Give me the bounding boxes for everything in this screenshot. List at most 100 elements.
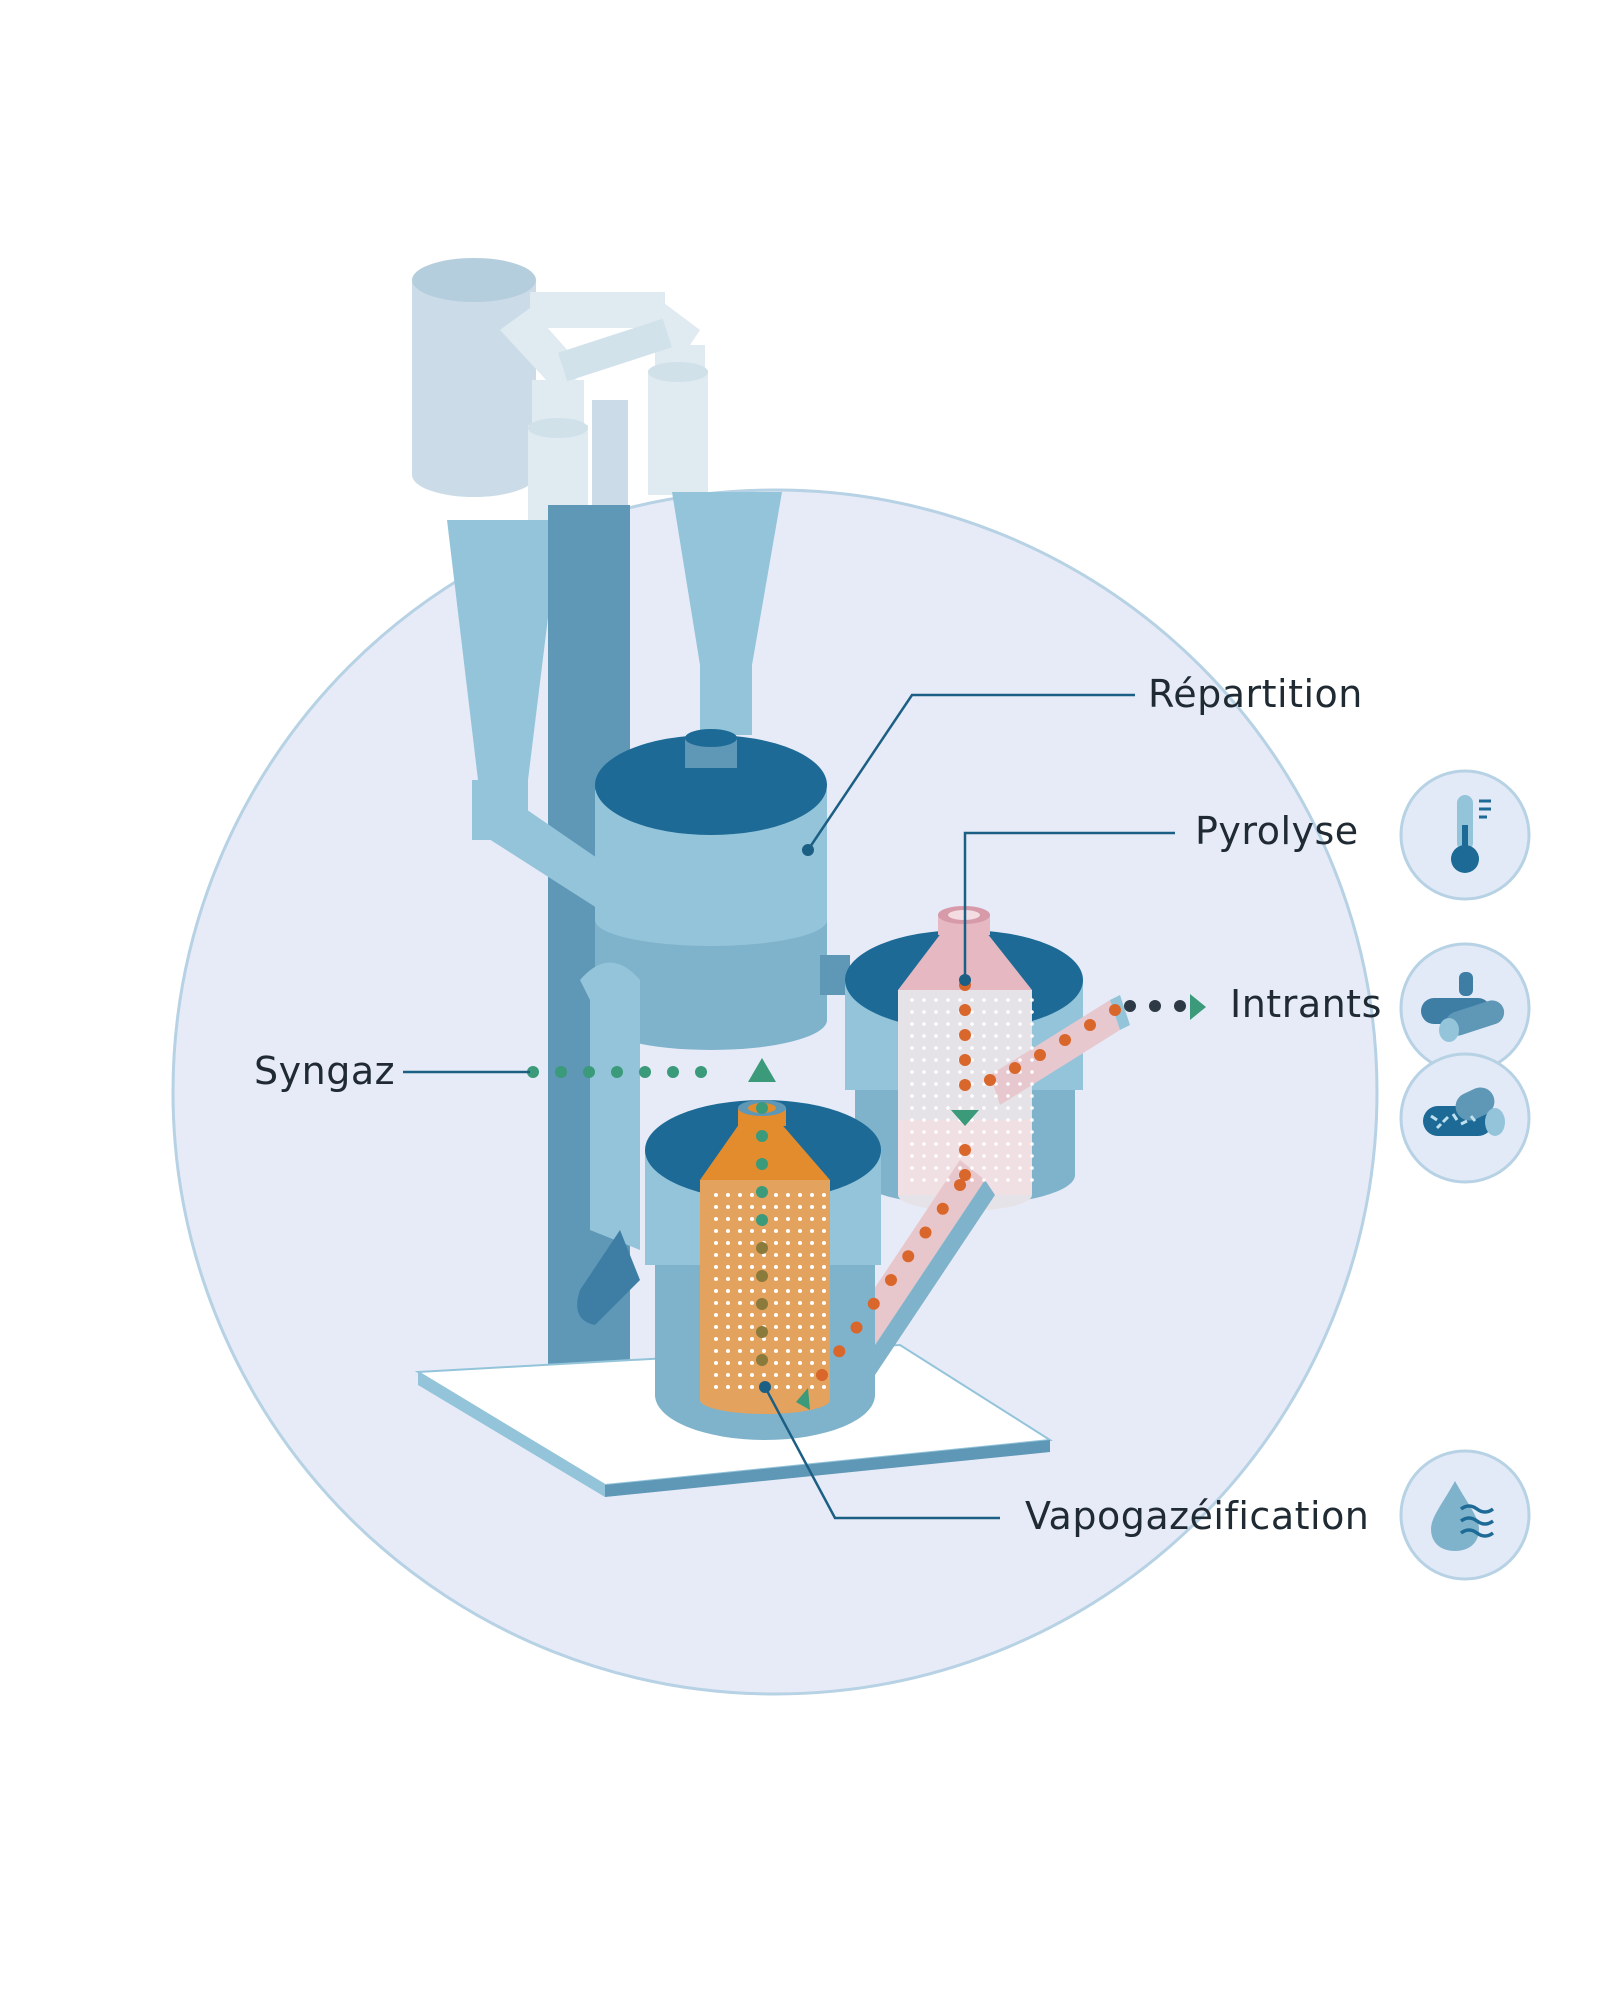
gasifier-particle <box>738 1289 742 1293</box>
upper-ducting <box>412 258 708 525</box>
pyrolysis-particle <box>982 998 986 1002</box>
gasifier-particle <box>726 1205 730 1209</box>
transfer-flow-dot <box>920 1227 932 1239</box>
pyrolysis-particle <box>1018 1118 1022 1122</box>
pyrolysis-particle <box>970 1046 974 1050</box>
pyrolysis-particle <box>958 1166 962 1170</box>
pyrolysis-particle <box>922 1178 926 1182</box>
gasifier-flow-dot <box>756 1102 768 1114</box>
pyrolysis-particle <box>946 1130 950 1134</box>
pyrolysis-particle <box>994 1166 998 1170</box>
gasifier-particle <box>762 1373 766 1377</box>
gasifier-particle <box>810 1385 814 1389</box>
gasifier-particle <box>786 1217 790 1221</box>
gasifier-particle <box>822 1253 826 1257</box>
gasifier-particle <box>714 1289 718 1293</box>
gasifier-particle <box>762 1349 766 1353</box>
gasifier-particle <box>786 1277 790 1281</box>
thermometer-icon <box>1401 771 1529 899</box>
pyrolysis-particle <box>982 1034 986 1038</box>
gasifier-particle <box>714 1301 718 1305</box>
pyrolysis-particle <box>910 1070 914 1074</box>
gasifier-particle <box>762 1313 766 1317</box>
gasifier-particle <box>798 1229 802 1233</box>
gasifier-particle <box>750 1301 754 1305</box>
pyrolysis-particle <box>910 1106 914 1110</box>
pyrolysis-particle <box>1006 1034 1010 1038</box>
gasifier-particle <box>786 1313 790 1317</box>
gasifier-particle <box>810 1265 814 1269</box>
pyrolysis-particle <box>1018 1154 1022 1158</box>
transfer-flow-dot <box>851 1322 863 1334</box>
label-repartition: Répartition <box>1148 675 1363 713</box>
gasifier-particle <box>822 1193 826 1197</box>
pyrolysis-particle <box>946 1142 950 1146</box>
pyrolysis-particle <box>982 1058 986 1062</box>
gasifier-particle <box>726 1349 730 1353</box>
gasifier-particle <box>786 1301 790 1305</box>
pyrolysis-particle <box>1006 1178 1010 1182</box>
gasifier-particle <box>774 1361 778 1365</box>
gasifier-particle <box>738 1229 742 1233</box>
pyrolysis-particle <box>922 1022 926 1026</box>
pyrolysis-particle <box>934 1178 938 1182</box>
gasifier-particle <box>726 1289 730 1293</box>
pyrolysis-particle <box>922 1142 926 1146</box>
gasifier-particle <box>786 1265 790 1269</box>
label-syngaz: Syngaz <box>254 1052 395 1090</box>
gasifier-particle <box>810 1301 814 1305</box>
gasifier-particle <box>822 1313 826 1317</box>
gasifier-particle <box>726 1241 730 1245</box>
pyrolysis-particle <box>922 1010 926 1014</box>
pyrolysis-particle <box>922 998 926 1002</box>
pyrolysis-particle <box>922 1046 926 1050</box>
pyrolysis-particle <box>946 1034 950 1038</box>
pyrolysis-particle <box>958 1130 962 1134</box>
pyrolysis-particle <box>994 1142 998 1146</box>
pyrolysis-particle <box>934 1046 938 1050</box>
gasifier-particle <box>726 1265 730 1269</box>
pyrolysis-particle <box>1018 1010 1022 1014</box>
gasifier-particle <box>726 1217 730 1221</box>
pyrolysis-particle <box>1006 1070 1010 1074</box>
transfer-flow-dot <box>868 1298 880 1310</box>
gasifier-particle <box>738 1193 742 1197</box>
pyrolysis-particle <box>982 1154 986 1158</box>
intrants-flow-dot <box>1174 1000 1186 1012</box>
pyrolysis-particle <box>994 1010 998 1014</box>
gasifier-particle <box>798 1313 802 1317</box>
gasifier-particle <box>798 1217 802 1221</box>
pyrolysis-particle <box>994 1070 998 1074</box>
pyrolysis-particle <box>910 1034 914 1038</box>
intrants-flow-dot <box>1124 1000 1136 1012</box>
gasifier-particle <box>738 1361 742 1365</box>
gasifier-particle <box>798 1289 802 1293</box>
gasifier-particle <box>762 1205 766 1209</box>
pyrolysis-particle <box>922 1034 926 1038</box>
pyrolysis-particle <box>970 998 974 1002</box>
gasifier-particle <box>726 1325 730 1329</box>
gasifier-particle <box>810 1325 814 1329</box>
pyrolysis-particle <box>934 1118 938 1122</box>
gasifier-particle <box>822 1217 826 1221</box>
pyrolysis-particle <box>958 1046 962 1050</box>
gasifier-particle <box>750 1361 754 1365</box>
pyrolysis-particle <box>910 1154 914 1158</box>
pyrolysis-particle <box>934 1130 938 1134</box>
pyrolysis-particle <box>1006 1082 1010 1086</box>
pyrolysis-particle <box>958 1094 962 1098</box>
gasifier-particle <box>726 1313 730 1317</box>
pyrolysis-particle <box>946 1178 950 1182</box>
gasifier-particle <box>738 1253 742 1257</box>
gasifier-particle <box>786 1229 790 1233</box>
pyrolysis-particle <box>994 1178 998 1182</box>
water-drop-icon <box>1401 1451 1529 1579</box>
gasifier-particle <box>738 1277 742 1281</box>
pyrolysis-particle <box>982 1178 986 1182</box>
gasifier-particle <box>714 1277 718 1281</box>
pyrolysis-particle <box>910 1094 914 1098</box>
gasifier-particle <box>774 1253 778 1257</box>
gasifier-particle <box>726 1193 730 1197</box>
gasifier-particle <box>738 1373 742 1377</box>
syngaz-flow-dot <box>695 1066 707 1078</box>
